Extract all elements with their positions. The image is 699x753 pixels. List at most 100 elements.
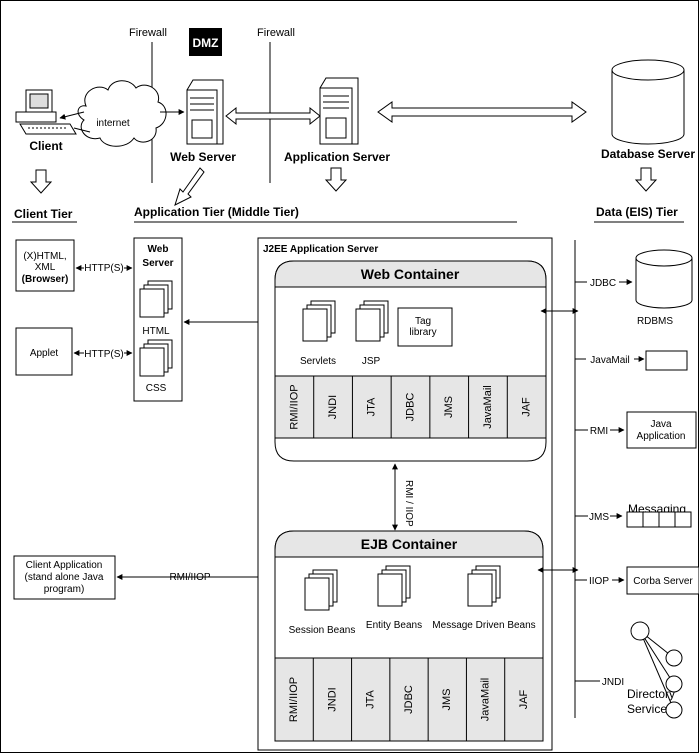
java-application-line1: Java [650, 419, 672, 430]
session-beans-documents-icon [304, 569, 338, 611]
app-server-tower-icon [319, 77, 359, 145]
web-container-services: RMI/IIOP JNDI JTA JDBC JMS JavaMail JAF [288, 376, 533, 438]
jdbc-label: JDBC [590, 278, 616, 289]
jms-label: JMS [589, 512, 609, 523]
ejb-service-jndi: JNDI [326, 687, 338, 711]
j2ee-server-title: J2EE Application Server [263, 244, 378, 255]
applet-label: Applet [30, 348, 59, 359]
jndi-label-bg [600, 675, 626, 687]
database-cylinder-icon [611, 59, 685, 145]
web-ejb-link-label: RMI / IIOP [403, 480, 414, 527]
ejb-service-jaf: JAF [518, 689, 530, 709]
rdbms-cylinder-icon [635, 249, 693, 309]
message-driven-beans-label: Message Driven Beans [432, 620, 535, 631]
webserver-down-arrow [174, 167, 205, 206]
browser-line1: (X)HTML, [23, 251, 66, 262]
http2-label-bg [84, 346, 124, 359]
internet-label: internet [96, 118, 130, 129]
browser-line2: XML [35, 262, 56, 273]
css-label: CSS [146, 383, 167, 394]
java-application-box [626, 411, 697, 449]
web-server-box-line1: Web [148, 244, 169, 255]
session-beans-label: Session Beans [289, 625, 356, 636]
servlets-label: Servlets [300, 356, 336, 367]
client-label: Client [29, 139, 62, 153]
ejb-service-jdbc: JDBC [403, 685, 415, 714]
application-tier-label: Application Tier (Middle Tier) [134, 205, 299, 219]
web-service-jms: JMS [443, 396, 455, 418]
rmi-label: RMI [590, 426, 608, 437]
tag-library-box [397, 307, 453, 347]
directory-tree-icon [630, 621, 683, 719]
web-service-jdbc: JDBC [404, 393, 416, 422]
servlets-documents-icon [302, 300, 336, 342]
browser-line3: (Browser) [22, 274, 69, 285]
ejb-service-jta: JTA [365, 689, 377, 708]
tag-library-line1: Tag [415, 316, 431, 327]
firewall-left-label: Firewall [129, 27, 167, 39]
web-server-tower-icon [186, 79, 224, 145]
web-server-label: Web Server [170, 150, 236, 164]
client-tier-label: Client Tier [14, 207, 73, 221]
dmz-label: DMZ [193, 36, 219, 50]
web-container [274, 260, 547, 462]
ejb-service-jms: JMS [441, 689, 453, 711]
appserver-down-arrow [324, 167, 348, 192]
firewall-right-label: Firewall [257, 27, 295, 39]
web-server-box-line2: Server [142, 258, 173, 269]
jdbc-label-bg [587, 276, 619, 288]
http1-label: HTTP(S) [84, 263, 123, 274]
directory-line2: Service [627, 702, 667, 716]
html-label: HTML [142, 326, 170, 337]
css-documents-icon [139, 339, 173, 377]
ejb-service-rmi-iiop: RMI/IIOP [288, 677, 300, 722]
app-server-label: Application Server [284, 150, 390, 164]
javamail-label: JavaMail [590, 355, 629, 366]
corba-server-label: Corba Server [633, 576, 693, 587]
rmi-iiop-client-label: RMI/IIOP [169, 572, 210, 583]
appserver-database-arrow [377, 101, 587, 123]
ejb-service-javamail: JavaMail [479, 678, 491, 721]
ejb-container-title: EJB Container [361, 536, 458, 552]
database-down-arrow [634, 167, 658, 192]
client-app-box [13, 555, 116, 600]
web-container-title: Web Container [361, 266, 460, 282]
message-queue-icon [626, 511, 692, 528]
web-service-jta: JTA [366, 397, 378, 416]
corba-server-box [626, 566, 699, 595]
client-computer-icon [15, 89, 77, 135]
java-application-line2: Application [637, 431, 686, 442]
web-service-rmi-iiop: RMI/IIOP [288, 384, 300, 429]
iiop-label-bg [587, 574, 612, 586]
database-server-label: Database Server [601, 147, 695, 161]
iiop-label: IIOP [589, 576, 609, 587]
tag-library-line2: library [409, 327, 436, 338]
jsp-documents-icon [355, 300, 389, 342]
http2-label: HTTP(S) [84, 349, 123, 360]
browser-box [15, 239, 75, 292]
jndi-label: JNDI [602, 677, 624, 688]
javamail-label-bg [586, 353, 634, 365]
web-service-jaf: JAF [521, 397, 533, 417]
message-driven-beans-documents-icon [467, 565, 501, 607]
web-service-jndi: JNDI [327, 395, 339, 419]
web-service-javamail: JavaMail [482, 385, 494, 428]
client-down-arrow [29, 169, 53, 194]
client-internet-link [59, 111, 85, 120]
internet-cloud [77, 80, 167, 147]
html-documents-icon [139, 280, 173, 318]
ejb-container-services: RMI/IIOP JNDI JTA JDBC JMS JavaMail JAF [288, 658, 530, 741]
dmz-badge [189, 28, 222, 56]
entity-beans-label: Entity Beans [366, 620, 422, 631]
client-internet-link-2 [73, 127, 91, 133]
client-app-line1: Client Application [26, 560, 103, 571]
mail-server-box [645, 350, 688, 371]
rdbms-label: RDBMS [637, 316, 673, 327]
rmi-label-bg [588, 424, 610, 436]
client-app-line2: (stand alone Java [25, 572, 104, 583]
data-tier-label: Data (EIS) Tier [596, 205, 678, 219]
jms-label-bg [588, 510, 610, 522]
jsp-label: JSP [362, 356, 381, 367]
entity-beans-documents-icon [377, 565, 411, 607]
